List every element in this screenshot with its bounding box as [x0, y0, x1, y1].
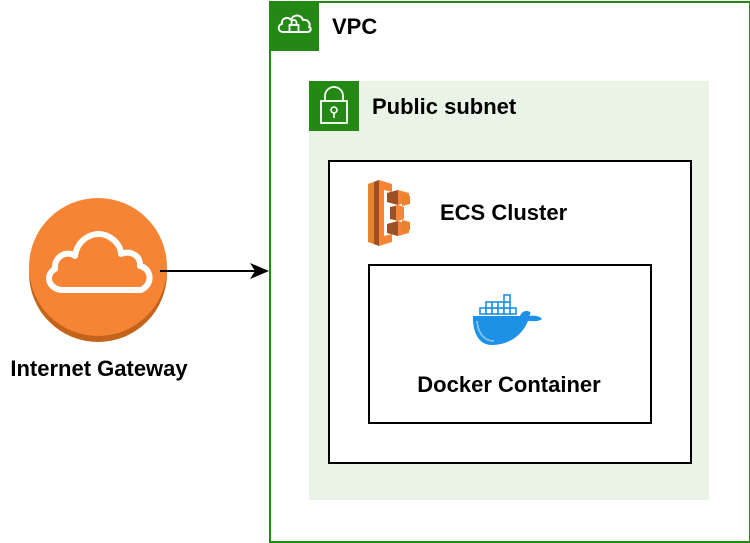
- internet-gateway-label: Internet Gateway: [10, 356, 188, 381]
- vpc-cloud-lock-icon: [269, 1, 319, 51]
- docker-container-label: Docker Container: [417, 372, 601, 397]
- public-subnet-label: Public subnet: [372, 94, 517, 119]
- igw-to-vpc-arrow: [160, 258, 272, 289]
- docker-whale-icon: [470, 291, 546, 354]
- subnet-lock-icon: [309, 81, 359, 131]
- vpc-label: VPC: [332, 14, 378, 39]
- internet-gateway-cloud-icon: [27, 198, 169, 349]
- docker-container-group: [368, 264, 652, 424]
- ecs-cluster-label: ECS Cluster: [440, 200, 568, 225]
- ecs-icon: [368, 180, 412, 251]
